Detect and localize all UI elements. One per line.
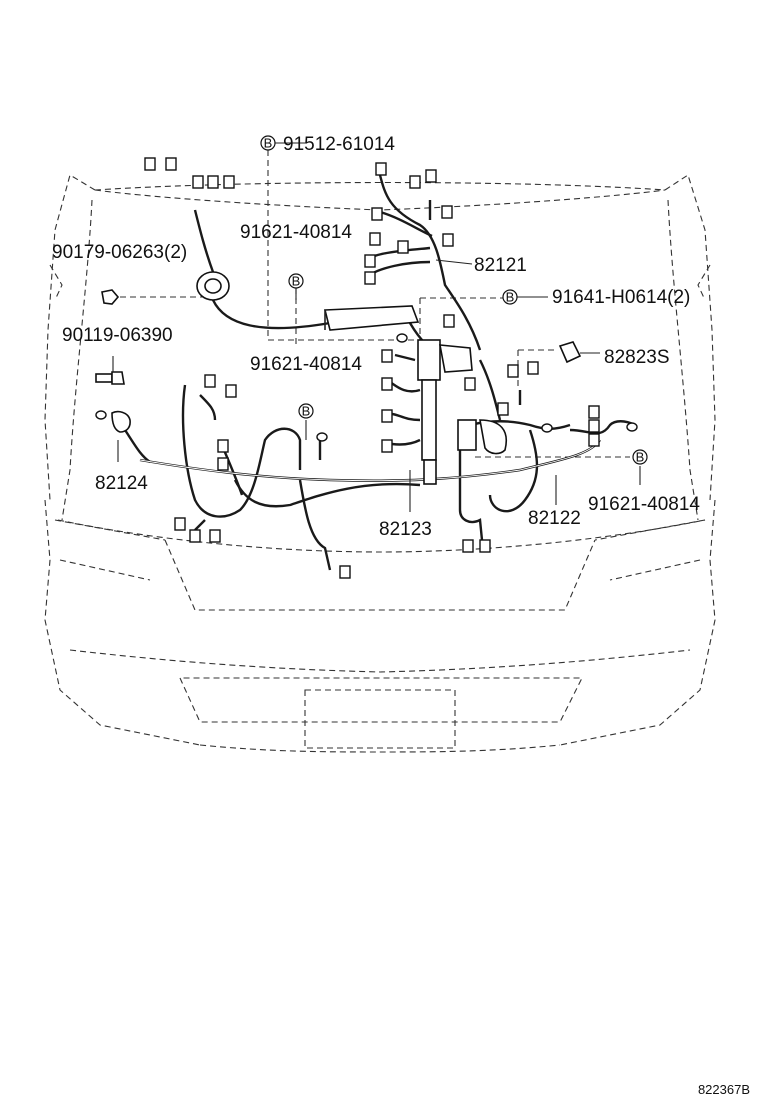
engine-bay-references xyxy=(120,150,630,458)
diagram-code: 822367B xyxy=(698,1082,750,1097)
label-82122: 82122 xyxy=(528,508,581,529)
label-91641-h0614: 91641-H0614(2) xyxy=(552,287,690,308)
harness-connectors xyxy=(95,157,638,579)
label-91621-40814-right: 91621-40814 xyxy=(588,494,700,515)
svg-text:B: B xyxy=(302,404,311,419)
label-91621-40814-upper: 91621-40814 xyxy=(240,222,352,243)
b-marker-91512: B xyxy=(260,135,276,151)
svg-text:B: B xyxy=(264,136,273,151)
label-90119-06390: 90119-06390 xyxy=(62,325,173,346)
svg-text:B: B xyxy=(636,450,645,465)
svg-text:B: B xyxy=(292,274,301,289)
b-marker-91641: B xyxy=(502,289,518,305)
label-82121: 82121 xyxy=(474,255,527,276)
b-marker-91621-c: B xyxy=(632,449,648,465)
bolt-icon xyxy=(95,373,113,383)
fasteners xyxy=(95,289,125,385)
clip-icon xyxy=(101,289,120,305)
part-labels: 91512-61014 91621-40814 90179-06263(2) 8… xyxy=(52,134,700,540)
leader-lines xyxy=(112,142,641,512)
harness-components xyxy=(111,271,582,485)
svg-text:B: B xyxy=(506,290,515,305)
label-91512-61014: 91512-61014 xyxy=(283,134,395,155)
label-82124: 82124 xyxy=(95,473,148,494)
b-marker-91621-b: B xyxy=(298,403,314,419)
label-82823s: 82823S xyxy=(604,347,670,368)
b-markers: B B B B B xyxy=(260,135,648,465)
b-marker-91621-a: B xyxy=(288,273,304,289)
label-82123: 82123 xyxy=(379,519,432,540)
label-90179-06263: 90179-06263(2) xyxy=(52,242,187,263)
main-harness-wires xyxy=(124,174,636,571)
label-91621-40814-middle: 91621-40814 xyxy=(250,354,362,375)
